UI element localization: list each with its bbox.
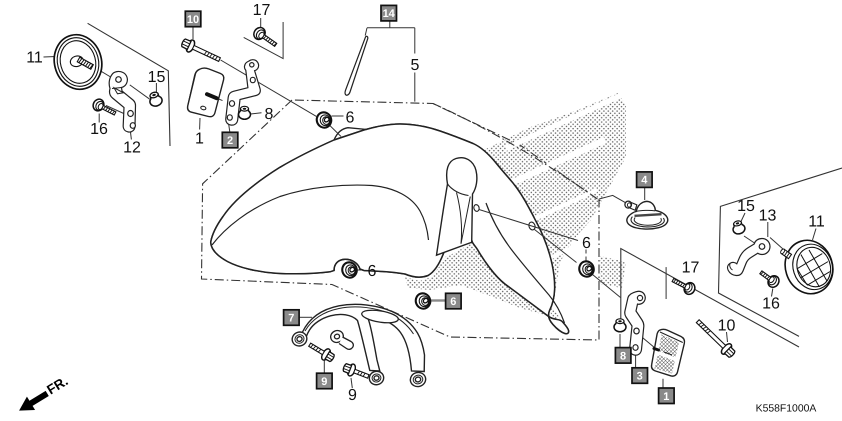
svg-text:11: 11 (26, 50, 43, 67)
svg-text:4: 4 (641, 175, 648, 187)
svg-text:14: 14 (383, 8, 396, 20)
svg-text:8: 8 (620, 350, 626, 362)
svg-text:17: 17 (253, 2, 271, 19)
svg-text:6: 6 (346, 110, 355, 127)
svg-text:1: 1 (195, 131, 204, 148)
svg-text:16: 16 (762, 296, 780, 313)
svg-text:K558F1000A: K558F1000A (756, 404, 817, 415)
svg-text:16: 16 (90, 121, 108, 138)
svg-text:8: 8 (265, 106, 274, 123)
svg-text:12: 12 (123, 140, 141, 157)
svg-text:9: 9 (348, 387, 357, 404)
svg-text:6: 6 (582, 235, 591, 252)
svg-text:10: 10 (187, 14, 199, 26)
svg-text:17: 17 (682, 260, 700, 277)
svg-text:7: 7 (288, 313, 294, 325)
svg-text:2: 2 (227, 135, 233, 147)
svg-text:5: 5 (411, 57, 420, 74)
svg-text:3: 3 (637, 371, 643, 383)
svg-text:1: 1 (663, 391, 669, 403)
svg-text:6: 6 (450, 296, 456, 308)
svg-text:15: 15 (737, 198, 755, 215)
svg-text:9: 9 (321, 376, 327, 388)
svg-text:11: 11 (808, 214, 825, 231)
svg-text:FR.: FR. (44, 373, 70, 397)
svg-text:6: 6 (368, 263, 377, 280)
svg-text:10: 10 (718, 318, 736, 335)
svg-text:15: 15 (148, 69, 166, 86)
svg-text:13: 13 (759, 208, 777, 225)
